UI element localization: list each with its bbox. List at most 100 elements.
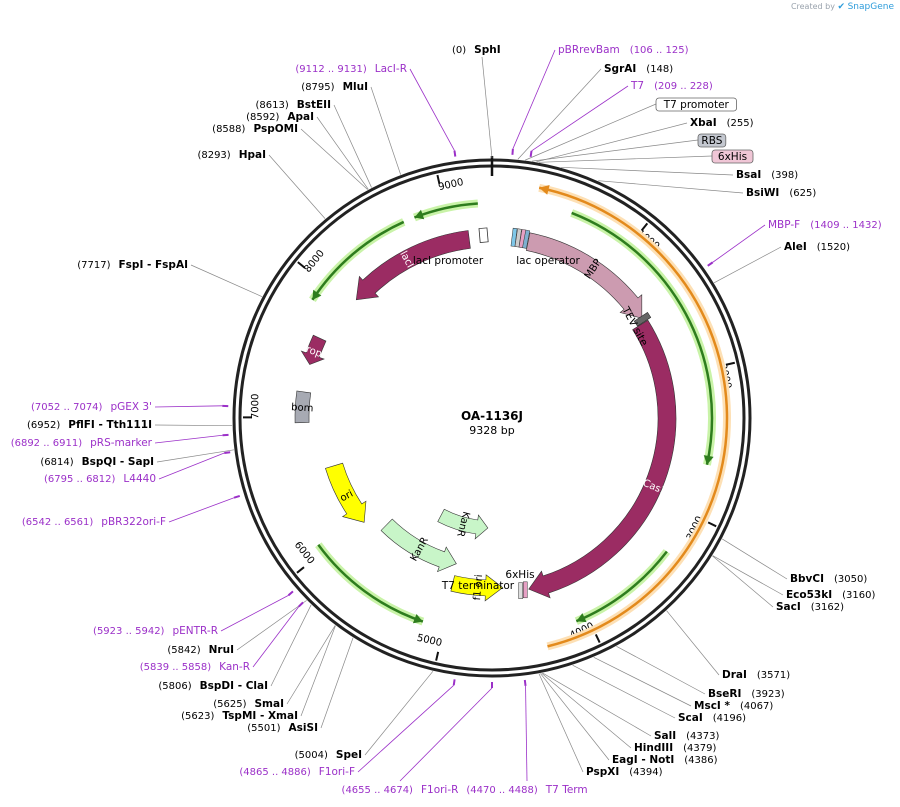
enzyme-position: (3923) [751,689,784,700]
enzyme-site-label[interactable]: SacI(3162) [776,601,844,613]
enzyme-position: (6952) [27,420,60,431]
primer-label[interactable]: pBRrevBam (106 .. 125) [558,44,689,56]
enzyme-site-label[interactable]: (5623)TspMI - XmaI [181,710,298,722]
enzyme-connector [560,166,734,176]
primer-name: pENTR-R [172,625,218,637]
primer-connector [409,68,455,151]
enzyme-site-label[interactable]: PspXI(4394) [586,766,663,778]
orf-green-upper-left[interactable] [311,220,405,301]
enzyme-position: (6814) [40,457,73,468]
feature-f1-ori[interactable] [450,574,504,602]
promoter-segment-0[interactable] [510,227,518,247]
feature-box[interactable] [711,149,754,164]
primer-binding-mark[interactable] [529,150,533,157]
enzyme-site-label[interactable]: (8613)BstEII [255,99,331,111]
primer-label[interactable]: (6892 .. 6911)pRS-marker [11,437,153,449]
primer-label[interactable]: (4865 .. 4886)F1ori-F [239,766,355,778]
primer-label[interactable]: T7(209 .. 228) [630,80,713,92]
primer-label[interactable]: (9112 .. 9131)LacI-R [295,63,407,75]
enzyme-site-label[interactable]: (5501)AsiSI [247,722,318,734]
enzyme-site-label[interactable]: EagI - NotI(4386) [612,754,718,766]
enzyme-site-label[interactable]: (5004)SpeI [295,749,362,761]
primer-connector [252,606,300,668]
enzyme-site-label[interactable]: BseRI(3923) [708,688,785,700]
enzyme-site-label[interactable]: (5806)BspDI - ClaI [158,680,268,692]
enzyme-site-label[interactable]: BsiWI(625) [746,187,816,199]
feature-kanr[interactable] [380,518,457,573]
promoter-segment-3[interactable] [522,229,531,249]
enzyme-site-label[interactable]: (8592)ApaI [246,111,314,123]
enzyme-site-label[interactable]: Eco53kI(3160) [786,589,875,601]
his-tag-box[interactable] [523,581,528,599]
primer-binding-mark[interactable] [224,451,231,454]
feature-rfxcas13d[interactable] [528,319,677,599]
t7-terminator-box[interactable] [518,582,523,599]
enzyme-connector [236,600,307,651]
enzyme-site-label[interactable]: HindIII(4379) [634,742,716,754]
primer-label[interactable]: (6542 .. 6561)pBR322ori-F [22,516,166,528]
enzyme-connector [190,264,263,297]
bp-tick-mark [296,566,305,574]
tev-site-box[interactable] [633,312,652,327]
primer-connector [357,684,455,773]
primer-binding-mark[interactable] [523,679,527,687]
primer-label[interactable]: (4655 .. 4674)F1ori-R [342,784,459,796]
enzyme-site-label[interactable]: SalI(4373) [654,730,720,742]
orf-green-right-bottom[interactable] [575,550,668,623]
primer-label[interactable]: (4470 .. 4488)T7 Term [466,784,587,796]
enzyme-site-label[interactable]: (8795)MluI [301,81,368,93]
lacI-promoter-box[interactable] [478,227,489,243]
primer-range: (1409 .. 1432) [810,220,882,231]
enzyme-site-label[interactable]: (8588)PspOMI [212,123,298,135]
enzyme-site-label[interactable]: (6814)BspQI - SapI [40,456,154,468]
enzyme-connector [536,122,688,163]
primer-binding-mark[interactable] [707,261,714,267]
orf-orange-long[interactable] [538,186,729,648]
enzyme-connector [364,670,434,756]
primer-binding-mark[interactable] [233,494,241,499]
feature-box-connector [525,103,657,161]
feature-ori[interactable] [325,462,367,523]
feature-kanr-inner[interactable] [437,508,489,540]
feature-box[interactable] [655,97,737,112]
enzyme-site-label[interactable]: (5842)NruI [167,644,234,656]
enzyme-site-label[interactable]: ScaI(4196) [678,712,746,724]
enzyme-site-label[interactable]: (0)SphI [452,44,501,56]
orf-green-lower-left[interactable] [317,544,424,623]
enzyme-site-label[interactable]: (5625)SmaI [213,698,284,710]
primer-binding-mark[interactable] [298,601,304,608]
primer-label[interactable]: (5923 .. 5942)pENTR-R [93,625,218,637]
orf-green-right-top[interactable] [571,211,714,466]
primer-label[interactable]: (5839 .. 5858)Kan-R [140,661,250,673]
enzyme-site-label[interactable]: BbvCI(3050) [790,573,867,585]
enzyme-site-label[interactable]: AleI(1520) [784,241,850,253]
enzyme-site-label[interactable]: (8293)HpaI [197,149,266,161]
primer-binding-mark[interactable] [452,679,456,686]
primer-label[interactable]: (6795 .. 6812)L4440 [44,473,156,485]
feature-box[interactable] [697,133,727,148]
enzyme-site-label[interactable]: BsaI(398) [736,169,798,181]
feature-rop[interactable] [300,334,327,365]
enzyme-position: (8795) [301,82,334,93]
primer-binding-mark[interactable] [287,590,294,597]
feature-bom[interactable] [294,390,312,424]
feature-laci[interactable] [355,230,471,301]
primer-binding-mark[interactable] [453,150,457,157]
primer-name: LacI-R [375,63,407,75]
enzyme-site-label[interactable]: MscI *(4067) [694,700,773,712]
enzyme-position: (3160) [842,590,875,601]
enzyme-site-label[interactable]: (7717)FspI - FspAI [77,259,188,271]
primer-label[interactable]: (7052 .. 7074)pGEX 3' [31,401,152,413]
enzyme-connector [538,673,584,773]
bp-tick-mark [707,521,717,528]
primer-name: pBRrevBam [558,44,620,56]
enzyme-site-label[interactable]: DraI(3571) [722,669,790,681]
promoter-segment-1[interactable] [514,228,522,248]
primer-range: (106 .. 125) [630,45,689,56]
snapgene-branding: Created by ✔ SnapGene [791,2,894,12]
enzyme-site-label[interactable]: (6952)PflFI - Tth111I [27,419,152,431]
enzyme-site-label[interactable]: SgrAI(148) [604,63,673,75]
enzyme-site-label[interactable]: XbaI(255) [690,117,754,129]
primer-label[interactable]: MBP-F(1409 .. 1432) [768,219,882,231]
